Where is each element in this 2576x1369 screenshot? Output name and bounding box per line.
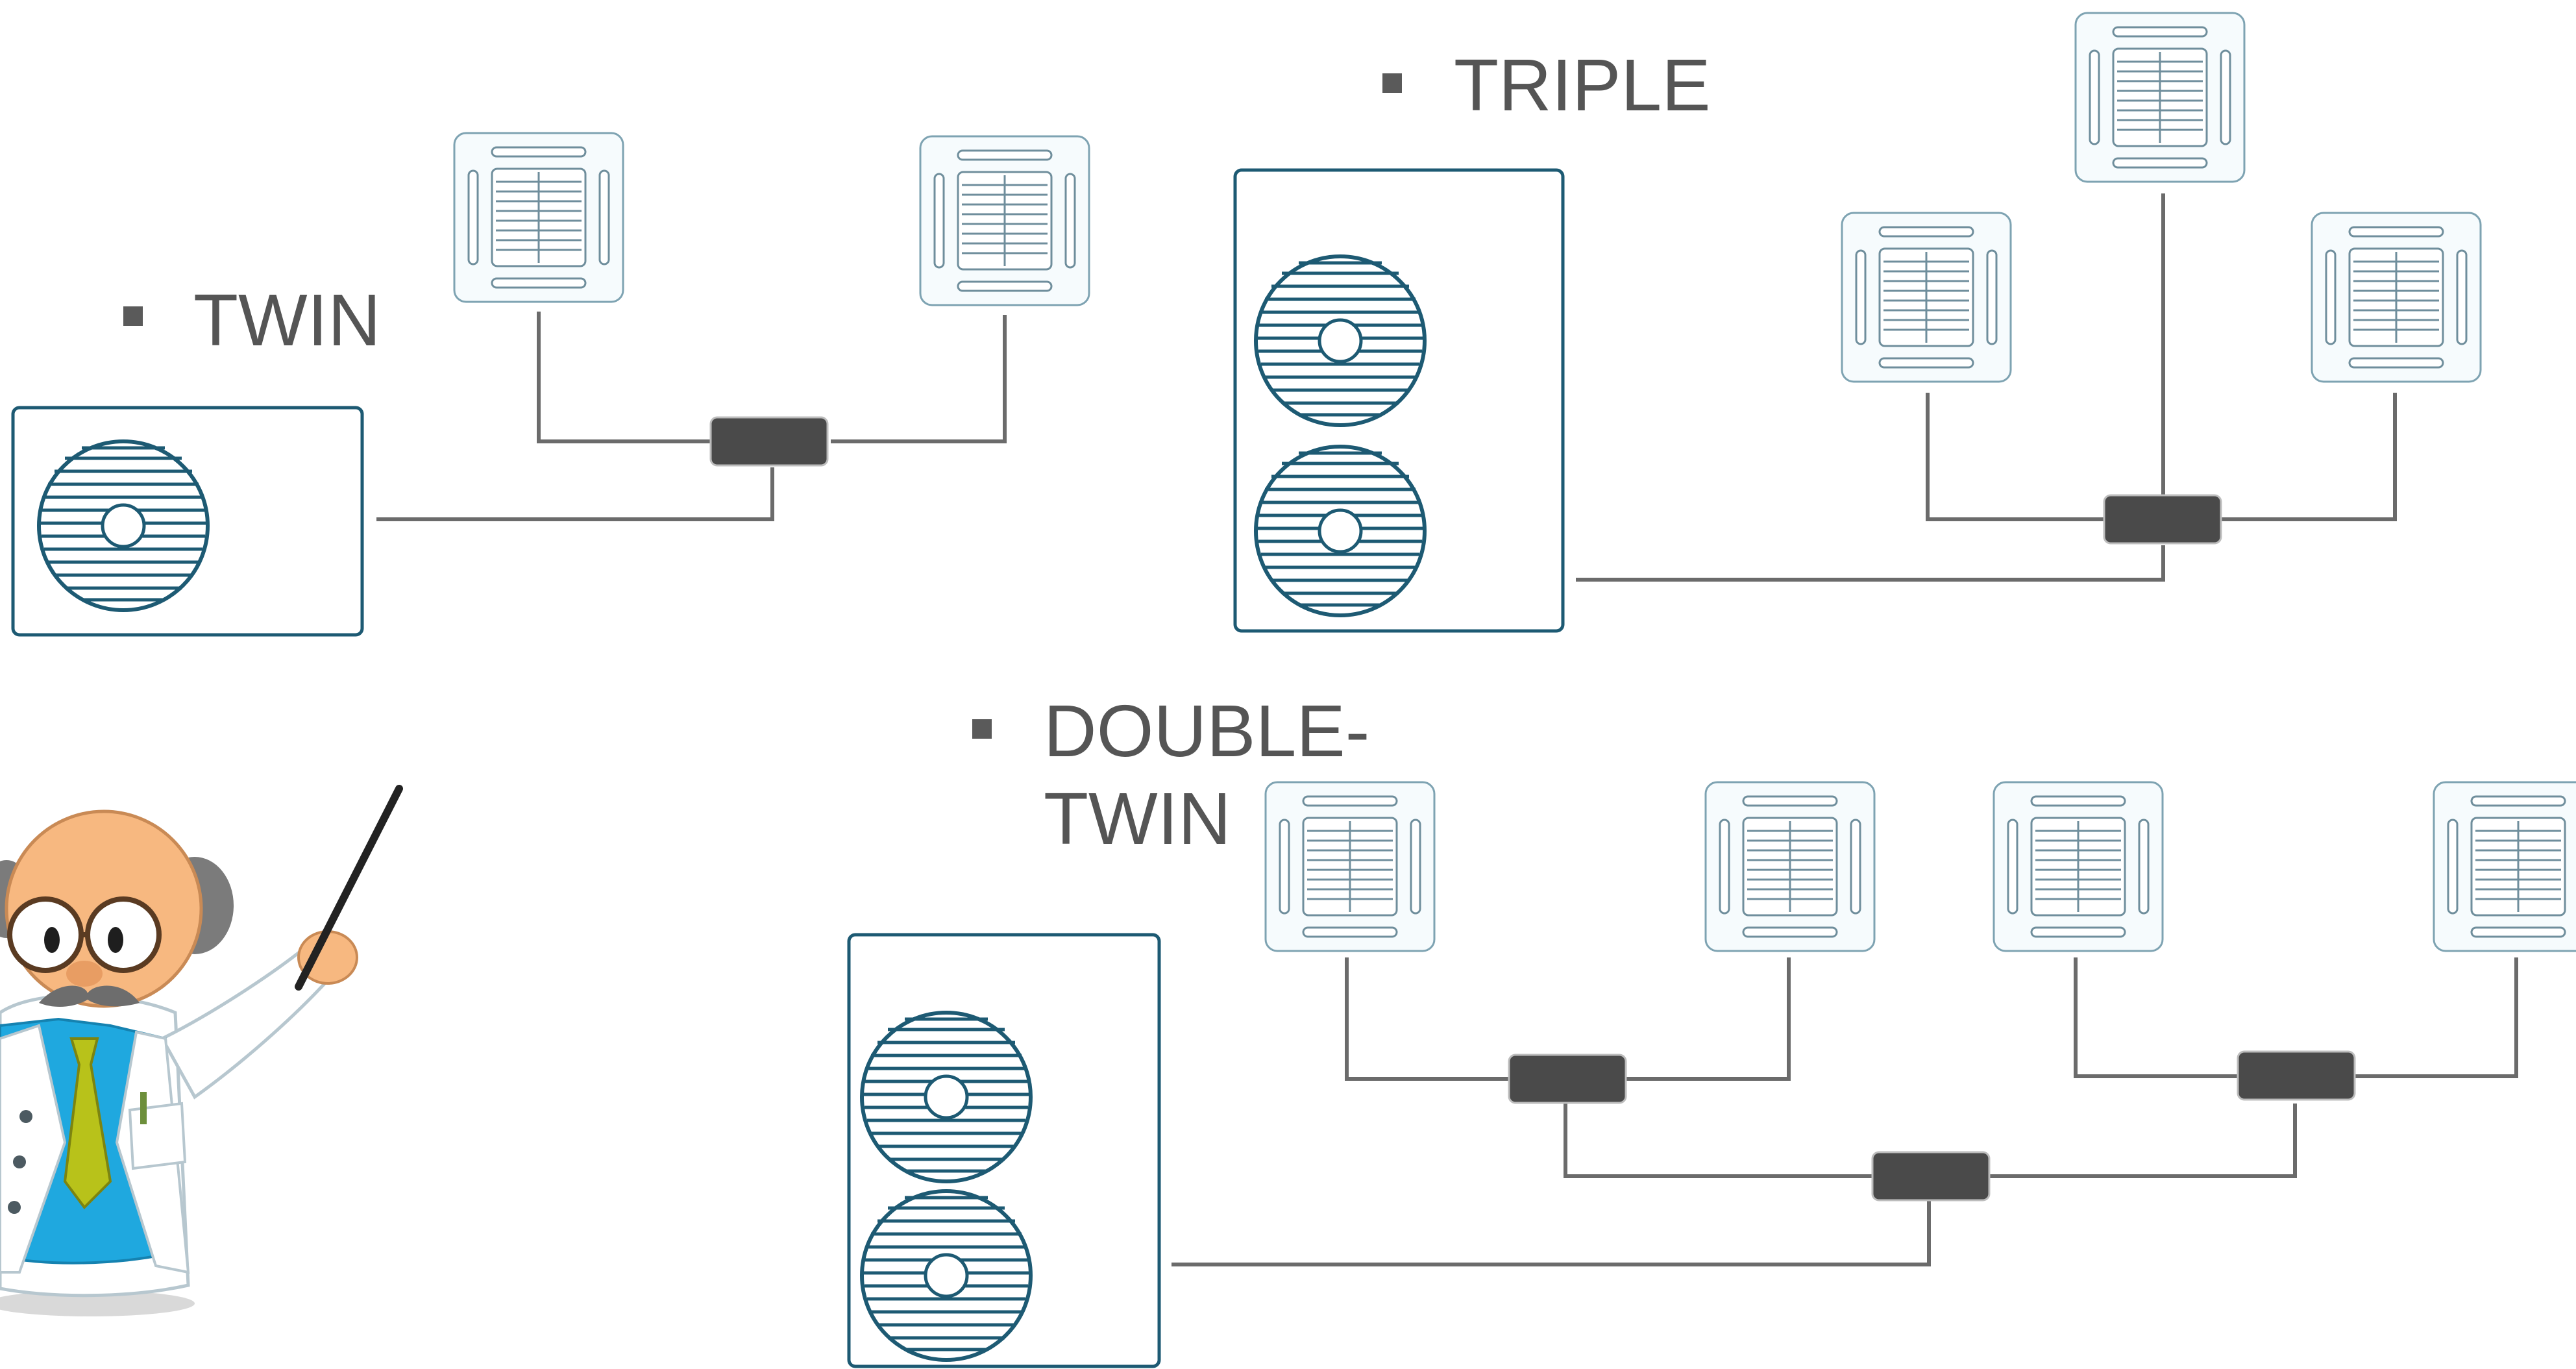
twin-bullet-icon <box>123 306 143 326</box>
double-twin-fan-top-icon <box>862 1013 1031 1181</box>
double-twin-pipe-branch-2 <box>1623 957 1791 1081</box>
double-twin-fan-bottom-icon <box>862 1191 1031 1360</box>
triple-fan-top-icon <box>1256 256 1425 425</box>
triple-pipe-branch-left <box>1926 393 2106 521</box>
twin-section: TWIN <box>11 132 1090 637</box>
twin-fan-icon <box>39 441 208 610</box>
twin-indoor-unit-1 <box>453 132 624 303</box>
double-twin-branch-joint-left-icon <box>1508 1054 1627 1104</box>
double-twin-pipe-branch-4 <box>2349 957 2518 1078</box>
double-twin-branch-joint-right-icon <box>2237 1050 2356 1101</box>
twin-outdoor-unit <box>11 406 364 637</box>
professor-with-pointer-icon <box>0 785 403 1316</box>
double-twin-branch-joint-main-icon <box>1871 1151 1991 1202</box>
twin-branch-joint-icon <box>709 416 829 467</box>
twin-pipe-branch-2 <box>831 315 1007 443</box>
triple-indoor-unit-top <box>2074 12 2246 183</box>
double-twin-pipe-left-trunk <box>1564 1104 1876 1178</box>
triple-fan-bottom-icon <box>1256 447 1425 615</box>
twin-pipe-branch-1 <box>537 312 714 443</box>
double-twin-outdoor-unit <box>847 933 1161 1368</box>
double-twin-pipe-right-trunk <box>1986 1104 2297 1178</box>
twin-indoor-unit-2 <box>919 135 1090 306</box>
double-twin-bullet-icon <box>972 719 992 739</box>
triple-pipe-branch-right <box>2220 393 2397 521</box>
double-twin-indoor-unit-2 <box>1704 781 1876 952</box>
triple-indoor-unit-left <box>1841 212 2012 383</box>
twin-pipe-main <box>376 467 774 521</box>
twin-label: TWIN <box>193 279 381 361</box>
triple-pipe-main <box>1576 545 2165 582</box>
double-twin-indoor-unit-4 <box>2433 781 2576 952</box>
double-twin-section: DOUBLE- TWIN <box>847 690 2576 1368</box>
double-twin-pipe-branch-3 <box>2074 957 2239 1078</box>
triple-label: TRIPLE <box>1454 44 1711 126</box>
triple-bullet-icon <box>1382 73 1402 93</box>
triple-branch-joint-icon <box>2103 494 2222 545</box>
double-twin-indoor-unit-1 <box>1264 781 1436 952</box>
double-twin-label-line1: DOUBLE- <box>1044 690 1369 772</box>
double-twin-pipe-main <box>1171 1201 1931 1266</box>
double-twin-indoor-unit-3 <box>1993 781 2164 952</box>
triple-outdoor-unit <box>1233 168 1565 633</box>
triple-section: TRIPLE <box>1233 12 2482 633</box>
double-twin-label-line2: TWIN <box>1044 778 1231 859</box>
double-twin-pipe-branch-1 <box>1345 957 1512 1081</box>
triple-indoor-unit-right <box>2311 212 2482 383</box>
